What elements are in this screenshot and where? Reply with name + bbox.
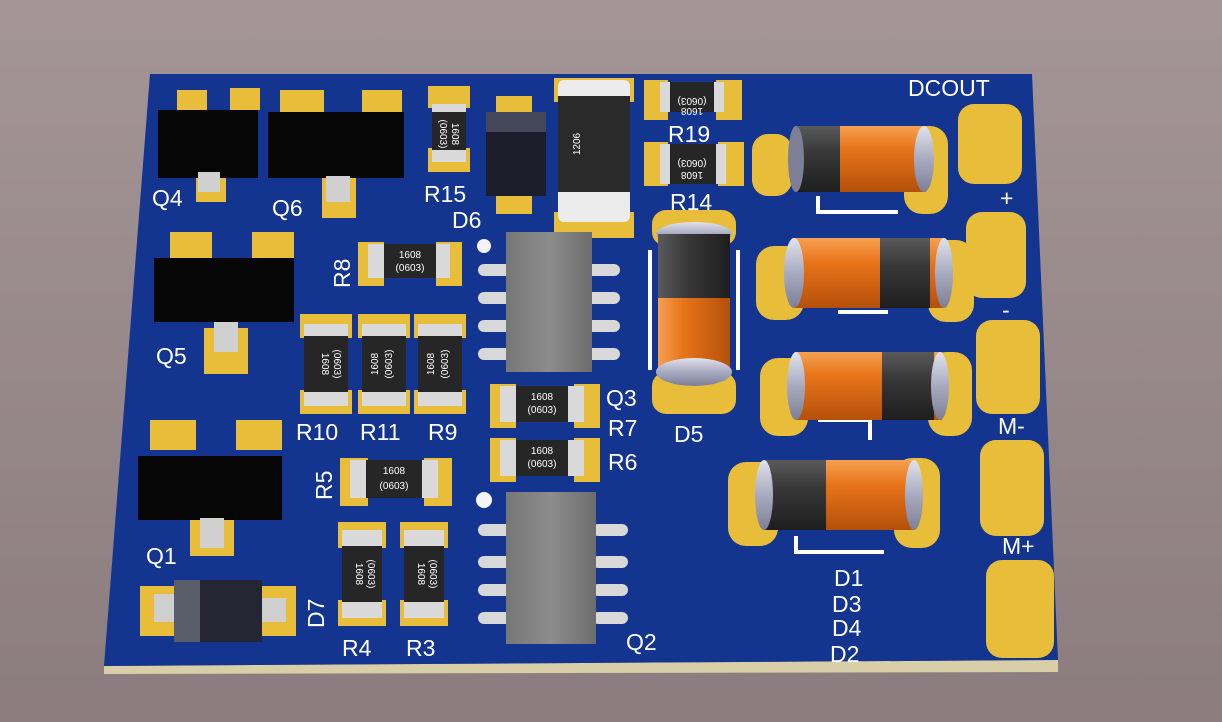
r7-resistor: 1608 (0603) [490,384,600,428]
pcb-board-edge [104,660,1058,674]
label-r4: R4 [342,635,372,661]
label-d1: D1 [834,565,863,591]
label-q5: Q5 [156,343,187,369]
r19-marking-metric: 1608 [680,105,703,116]
q2-mosfet [476,492,628,644]
r8-marking: 1608 [399,250,422,261]
label-d7: D7 [303,599,329,628]
q4-transistor [158,88,260,202]
label-d2: D2 [830,641,859,667]
label-minus: - [1002,297,1010,323]
label-r3: R3 [406,635,435,661]
r15-marking-imperial: (0603) [437,120,448,149]
r4-resistor: 1608 (0603) [338,522,386,626]
label-r15: R15 [424,181,466,207]
label-r14: R14 [670,189,712,215]
diode-d-c [760,352,972,440]
r15-resistor: 1608 (0603) [428,86,470,172]
label-m-plus: M+ [1002,533,1035,559]
r3-resistor: 1608 (0603) [400,522,448,626]
d5-diode [648,210,740,414]
label-d6: D6 [452,207,481,233]
diode-d-d [728,458,940,554]
r14-marking-metric: 1608 [680,169,703,180]
dcout-connector [958,104,1054,658]
r15-marking: 1608 [449,123,460,146]
label-r5: R5 [311,471,337,500]
r3-marking-imperial: (0603) [427,560,438,589]
label-m-minus: M- [998,413,1025,439]
label-d4: D4 [832,615,862,641]
label-dcout: DCOUT [908,75,990,101]
r4-marking: 1608 [353,563,364,586]
label-q6: Q6 [272,195,303,221]
r8-resistor: 1608 (0603) [358,242,462,286]
q5-transistor [154,232,294,374]
label-q4: Q4 [152,185,183,211]
r10-marking-imperial: (0603) [331,350,342,379]
label-r9: R9 [428,419,457,445]
label-q1: Q1 [146,543,177,569]
r9-marking-imperial: (0603) [440,350,451,379]
q1-transistor [138,420,282,556]
r6-resistor: 1608 (0603) [490,438,600,482]
c-1206-capacitor: 1206 [554,78,634,238]
r5-marking-imperial: (0603) [380,481,409,492]
r14-resistor: (0603) 1608 [644,142,744,186]
r19-resistor: (0603) 1608 [644,80,742,120]
label-r8: R8 [329,259,355,288]
r11-resistor: 1608 (0603) [358,314,410,414]
label-r11: R11 [360,419,401,445]
r14-marking: (0603) [678,157,707,168]
r8-marking-imperial: (0603) [396,263,425,274]
r9-marking: 1608 [426,352,437,375]
r10-marking: 1608 [319,353,330,376]
q3-mosfet [477,232,620,372]
diode-d-b [756,238,974,322]
r7-marking-imperial: (0603) [528,405,557,416]
cap-1206-marking: 1206 [572,132,583,155]
r6-marking: 1608 [531,446,554,457]
r11-marking: 1608 [370,352,381,375]
r5-marking: 1608 [383,466,406,477]
label-r7: R7 [608,415,637,441]
r4-marking-imperial: (0603) [365,560,376,589]
r3-marking: 1608 [415,563,426,586]
d7-diode [140,580,296,642]
diode-d-a [752,126,948,214]
label-q2: Q2 [626,629,657,655]
d6-diode [486,96,546,214]
q6-transistor [268,90,404,218]
r7-marking: 1608 [531,392,554,403]
label-plus: + [1000,185,1013,211]
label-d5: D5 [674,421,703,447]
r5-resistor: 1608 (0603) [340,458,452,506]
label-r6: R6 [608,449,637,475]
r10-resistor: 1608 (0603) [300,314,352,414]
r11-marking-imperial: (0603) [384,350,395,379]
label-d3: D3 [832,591,861,617]
label-q3: Q3 [606,385,637,411]
label-r10: R10 [296,419,338,445]
r9-resistor: 1608 (0603) [414,314,466,414]
r19-marking: (0603) [678,95,707,106]
label-r19: R19 [668,121,710,147]
r6-marking-imperial: (0603) [528,459,557,470]
